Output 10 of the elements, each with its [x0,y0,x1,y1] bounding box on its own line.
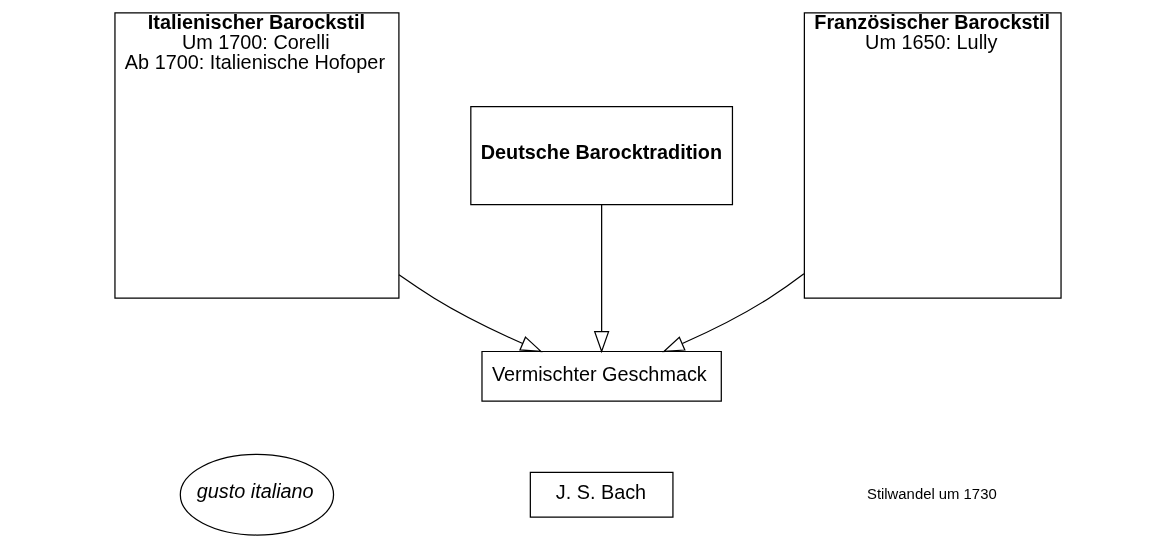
arrow [593,204,610,354]
label: Stilwandel um 1730 [866,485,997,502]
arrow [398,274,543,353]
node-box: Italienischer Barockstil Um 1700: Corelli Ab 1700: Italienische Hofoper [114,12,400,299]
node-box: Deutsche Barocktradition [470,106,734,206]
node-ellipse: gusto italiano [179,453,335,536]
node-box: J. S. Bach [529,471,674,518]
node-box: Vermischter Geschmack [481,350,722,402]
node-box: Französischer Barockstil Um 1650: Lully [803,12,1062,299]
arrow [662,273,805,353]
